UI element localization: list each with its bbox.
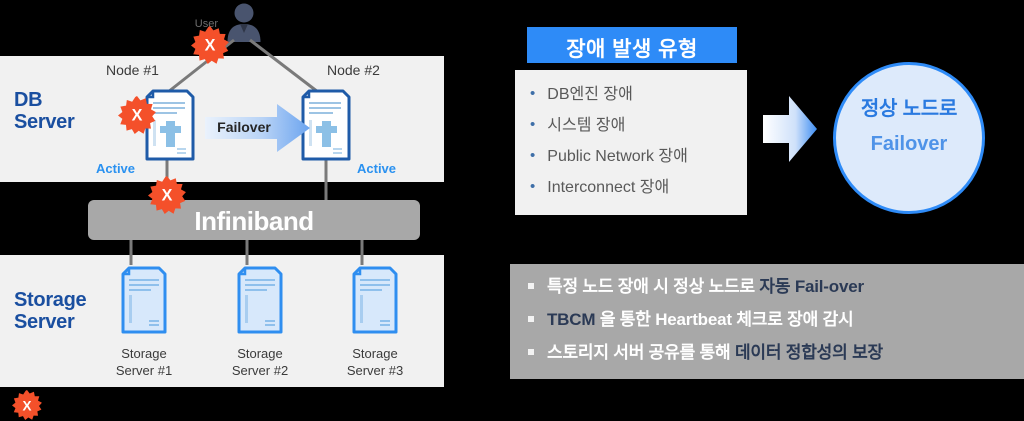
list-item: TBCM 을 통한 Heartbeat 체크로 장애 감시: [528, 305, 1024, 338]
failure-types-title: 장애 발생 유형: [566, 38, 698, 61]
list-item: • 시스템 장애: [530, 111, 745, 142]
summary-note-text: 특정 노드 장애 시 정상 노드로 자동 Fail-over: [547, 272, 864, 297]
node2-label: Node #2: [327, 62, 380, 78]
db-node1-server-icon: [144, 88, 196, 162]
db-server-panel-label: DB Server: [14, 89, 75, 133]
note-emphasis: TBCM: [547, 310, 596, 329]
result-circle-line1: 정상 노드로: [860, 98, 958, 120]
fault-marker-label: X: [132, 107, 143, 125]
failover-arrow-label: Failover: [217, 119, 271, 135]
node1-status-label: Active: [96, 161, 136, 176]
infiniband-bar: [88, 200, 420, 240]
summary-note-text: TBCM 을 통한 Heartbeat 체크로 장애 감시: [547, 305, 854, 330]
failure-type-label: 시스템 장애: [547, 117, 626, 134]
db-node2-server-icon: [300, 88, 352, 162]
bullet-dot-icon: •: [530, 116, 536, 133]
failure-type-label: DB엔진 장애: [547, 86, 633, 103]
storage-caption-line1: Storage: [237, 346, 283, 361]
bullet-square-icon: [528, 283, 534, 289]
storage-caption-line2: Server #1: [115, 363, 173, 378]
storage-server-panel-label: Storage Server: [14, 289, 87, 333]
list-item: • Public Network 장애: [530, 142, 745, 173]
storage-server-2-icon: [236, 265, 284, 335]
note-emphasis: 데이터 정합성의 보장: [734, 343, 883, 362]
storage-server-3-caption: Storage Server #3: [320, 345, 430, 379]
db-server-label-line2: Server: [14, 111, 75, 133]
note-plain-before: 특정 노드 장애 시 정상 노드로: [547, 277, 760, 296]
failure-type-label: Interconnect 장애: [547, 179, 670, 196]
node1-label: Node #1: [106, 62, 159, 78]
infiniband-label: Infiniband: [194, 206, 314, 236]
node2-status-label: Active: [357, 161, 397, 176]
bullet-dot-icon: •: [530, 147, 536, 164]
fault-marker-label: X: [22, 398, 31, 413]
note-plain-before: 스토리지 서버 공유를 통해: [547, 343, 735, 362]
failure-types-card: [515, 70, 747, 215]
summary-notes-list: 특정 노드 장애 시 정상 노드로 자동 Fail-over TBCM 을 통한…: [528, 272, 1024, 371]
bullet-dot-icon: •: [530, 178, 536, 195]
failure-type-label: Public Network 장애: [547, 148, 688, 165]
fault-marker-label: X: [205, 37, 216, 55]
bullet-dot-icon: •: [530, 85, 536, 102]
user-icon: [222, 2, 266, 42]
note-plain-after: 을 통한 Heartbeat 체크로 장애 감시: [595, 310, 854, 329]
storage-caption-line2: Server #2: [231, 363, 289, 378]
result-circle-line2: Failover: [870, 133, 948, 155]
failure-types-header: [527, 27, 737, 63]
fault-marker-legend-icon: X: [12, 390, 42, 420]
list-item: • Interconnect 장애: [530, 173, 745, 204]
bullet-square-icon: [528, 316, 534, 322]
failure-types-list: • DB엔진 장애 • 시스템 장애 • Public Network 장애 •…: [530, 80, 745, 204]
list-item: 스토리지 서버 공유를 통해 데이터 정합성의 보장: [528, 338, 1024, 371]
storage-server-1-icon: [120, 265, 168, 335]
result-circle: [833, 62, 985, 214]
summary-notes-box: [510, 264, 1024, 379]
summary-note-text: 스토리지 서버 공유를 통해 데이터 정합성의 보장: [547, 338, 883, 363]
fault-marker-interconnect-icon: X: [148, 176, 186, 214]
failover-arrow-icon: [205, 104, 310, 152]
storage-server-3-icon: [351, 265, 399, 335]
fault-marker-node1-icon: X: [118, 96, 156, 134]
storage-server-label-line2: Server: [14, 311, 75, 333]
list-item: • DB엔진 장애: [530, 80, 745, 111]
db-server-label-line1: DB: [14, 89, 43, 111]
note-emphasis: 자동 Fail-over: [759, 277, 864, 296]
list-item: 특정 노드 장애 시 정상 노드로 자동 Fail-over: [528, 272, 1024, 305]
storage-caption-line1: Storage: [121, 346, 167, 361]
storage-caption-line2: Server #3: [346, 363, 404, 378]
storage-caption-line1: Storage: [352, 346, 398, 361]
bullet-square-icon: [528, 349, 534, 355]
user-label: User: [194, 18, 218, 30]
fault-marker-user-link-icon: X: [191, 26, 229, 64]
flow-arrow-icon: [763, 96, 817, 162]
storage-server-label-line1: Storage: [14, 289, 87, 311]
storage-server-2-caption: Storage Server #2: [205, 345, 315, 379]
storage-server-1-caption: Storage Server #1: [89, 345, 199, 379]
fault-marker-label: X: [162, 187, 173, 205]
